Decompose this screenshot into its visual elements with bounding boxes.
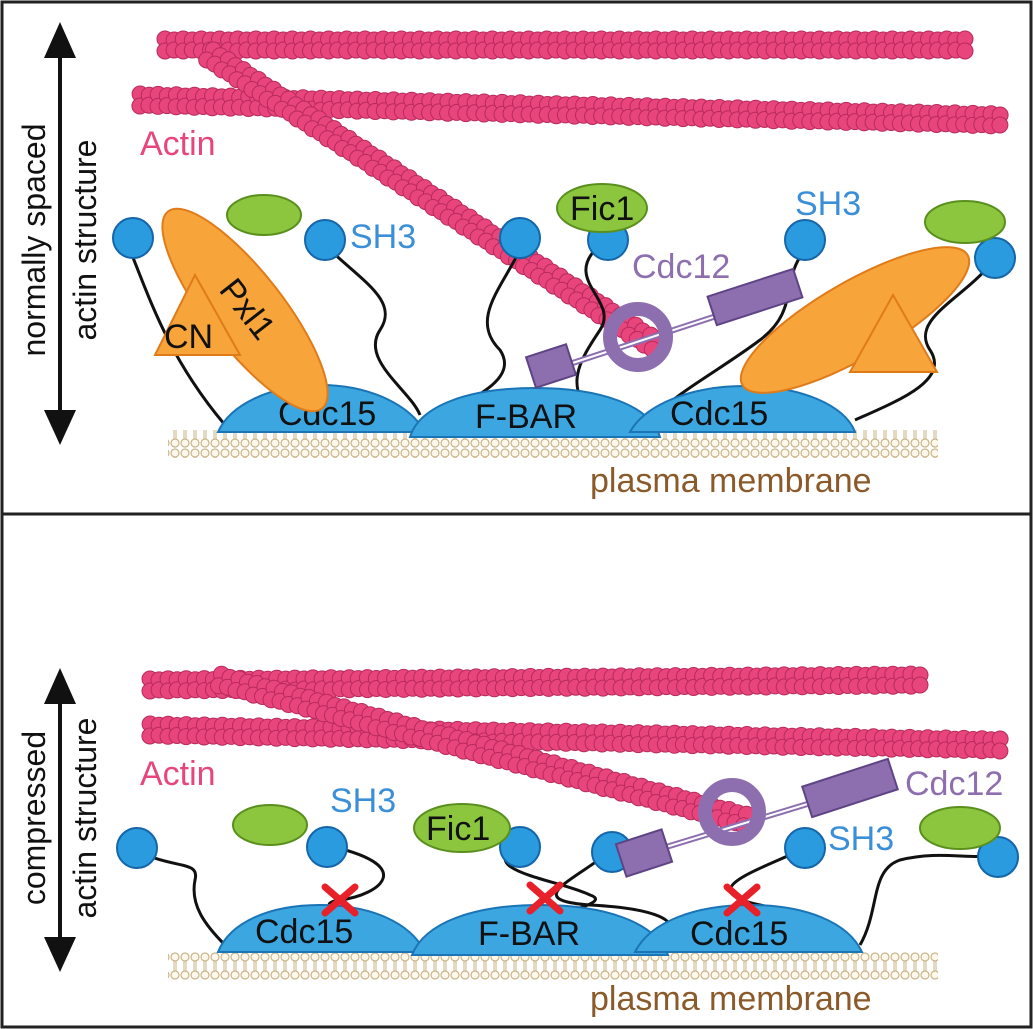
sh3-circle	[784, 219, 826, 261]
cdc15-right-label: Cdc15	[690, 915, 788, 953]
cn-label: CN	[164, 318, 213, 356]
side-label-line1: compressed	[16, 731, 52, 905]
fic1-label: Fic1	[426, 810, 490, 848]
sh3-circle	[304, 219, 346, 261]
actin-label: Actin	[140, 755, 216, 793]
sh3-circle	[977, 836, 1019, 878]
sh3-label: SH3	[330, 782, 396, 820]
actin-subunit	[991, 742, 1009, 760]
tether-line	[128, 249, 227, 426]
tether-line	[858, 853, 996, 946]
cn-triangle	[153, 272, 242, 356]
actin-filaments	[141, 665, 1009, 835]
tether-line	[854, 264, 992, 422]
membrane-label: plasma membrane	[590, 462, 872, 500]
sh3-circle	[116, 827, 158, 869]
fbar-label: F-BAR	[478, 915, 580, 953]
side-label-line2: actin structure	[67, 140, 103, 341]
membrane-label: plasma membrane	[590, 980, 872, 1018]
fic1-ellipse	[232, 804, 308, 846]
cdc15-dome-left	[216, 903, 427, 953]
fic1-ellipse	[556, 183, 648, 233]
red-x-icon	[723, 883, 761, 917]
top-panel: normally spaced actin structure Actin pl…	[16, 22, 1016, 500]
cdc12-formin	[524, 267, 804, 389]
actin-filaments	[131, 30, 1009, 358]
sh3-label: SH3	[828, 820, 894, 858]
sh3-circle	[784, 827, 826, 869]
red-x-icon	[526, 881, 564, 915]
cdc12-formin	[614, 757, 900, 878]
fic1-ellipse	[919, 806, 1001, 850]
fic1-ellipse	[924, 200, 1006, 244]
side-label-line1: normally spaced	[16, 124, 52, 357]
fic1-label: Fic1	[570, 190, 634, 228]
fic1-ellipse	[226, 194, 302, 236]
cdc15-left-label: Cdc15	[255, 913, 353, 951]
cdc12-label: Cdc12	[905, 765, 1003, 803]
cdc12-label: Cdc12	[632, 248, 730, 286]
tether-line	[134, 848, 227, 947]
sh3-label: SH3	[350, 218, 416, 256]
actin-subunit	[991, 116, 1009, 134]
plasma-membrane	[168, 952, 938, 980]
actin-label: Actin	[140, 125, 216, 163]
red-x-icon	[321, 883, 359, 917]
tether-line	[323, 243, 422, 416]
sh3-label: SH3	[795, 185, 861, 223]
sh3-circle	[499, 826, 541, 868]
double-arrow-icon	[44, 668, 76, 972]
side-label-line2: actin structure	[67, 718, 103, 919]
actin-subunit	[911, 676, 929, 694]
cdc15-right-label: Cdc15	[670, 395, 768, 433]
sh3-circle	[974, 237, 1016, 279]
sh3-circle	[499, 217, 541, 259]
bottom-panel: compressed actin structure Actin plasma …	[16, 665, 1019, 1018]
cn-triangle-right	[848, 292, 939, 373]
actin-subunit	[956, 42, 974, 60]
fbar-label: F-BAR	[475, 398, 577, 436]
sh3-circle	[306, 826, 348, 868]
sh3-circle	[112, 217, 154, 259]
fic1-ellipse	[413, 803, 511, 853]
double-arrow-icon	[44, 22, 76, 445]
